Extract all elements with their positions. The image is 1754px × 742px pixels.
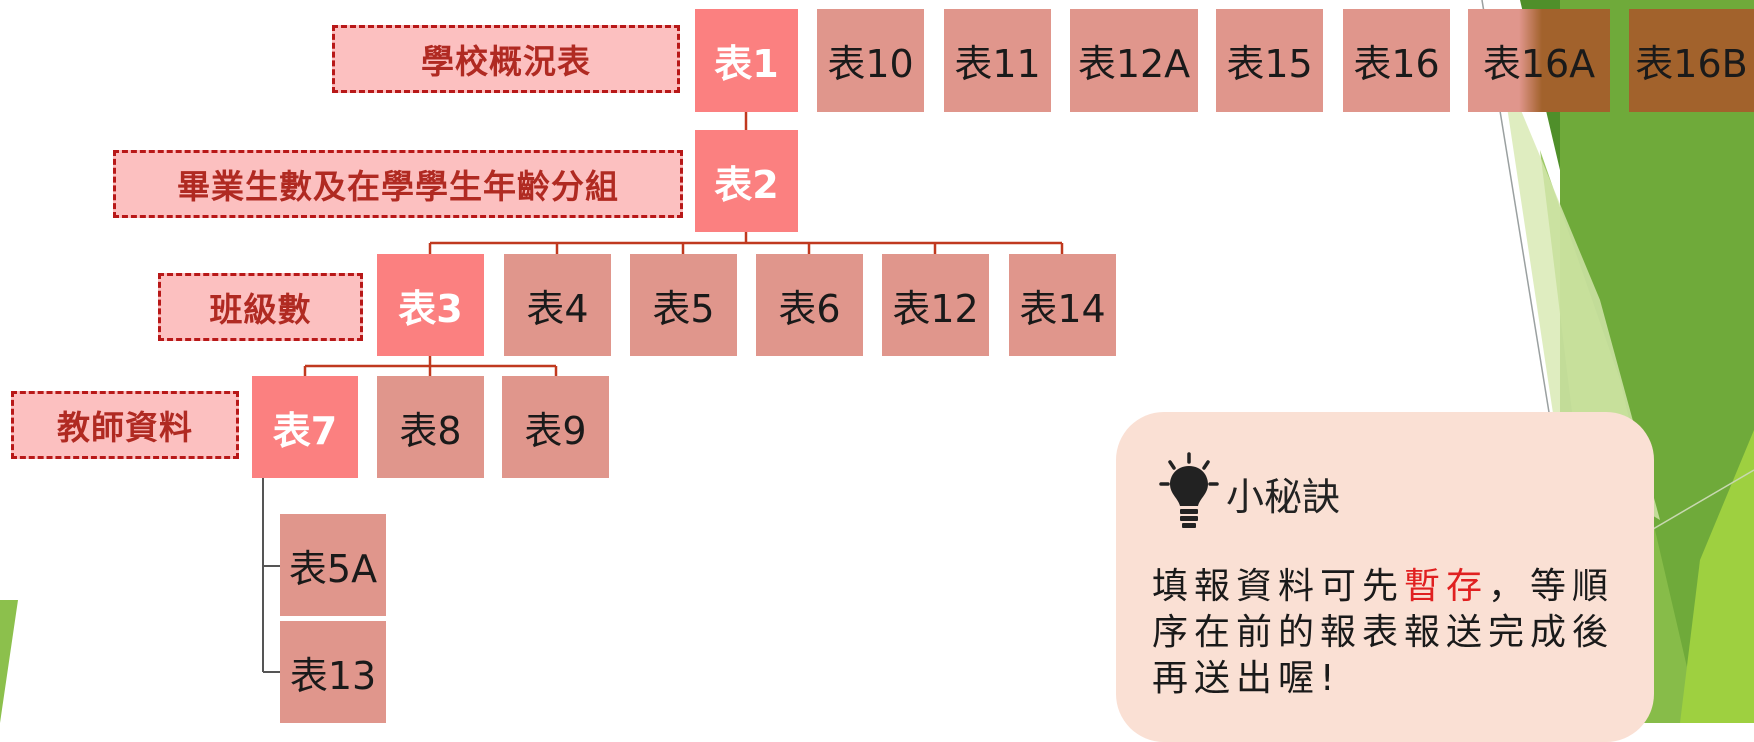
table-box-8[interactable]: 表8 <box>377 376 484 478</box>
table-box-14[interactable]: 表14 <box>1009 254 1116 356</box>
green-shape-bright <box>1680 430 1754 723</box>
tip-title: 小秘訣 <box>1226 474 1341 519</box>
tip-header: 小秘訣 <box>1158 452 1340 534</box>
table-box-6[interactable]: 表6 <box>756 254 863 356</box>
table-box-11[interactable]: 表11 <box>944 9 1051 112</box>
table-box-9[interactable]: 表9 <box>502 376 609 478</box>
table-box-1[interactable]: 表1 <box>695 9 798 112</box>
table-box-12[interactable]: 表12 <box>882 254 989 356</box>
lightbulb-icon <box>1159 452 1219 528</box>
table-box-16a[interactable]: 表16A <box>1468 9 1610 112</box>
connector-lines <box>262 112 1064 673</box>
table-box-5a[interactable]: 表5A <box>280 514 386 616</box>
table-box-3[interactable]: 表3 <box>377 254 484 356</box>
green-shape-pale <box>1500 60 1660 520</box>
tip-callout: 小秘訣 填報資料可先暫存，等順序在前的報表報送完成後再送出喔! <box>1116 412 1654 742</box>
table-box-2[interactable]: 表2 <box>695 130 798 232</box>
table-box-4[interactable]: 表4 <box>504 254 611 356</box>
tip-text-suffix: ，等順序在前的報表報送完成後再送出喔! <box>1152 566 1615 699</box>
tip-text-prefix: 填報資料可先 <box>1152 566 1405 607</box>
table-box-10[interactable]: 表10 <box>817 9 924 112</box>
label-class-count: 班級數 <box>158 273 363 341</box>
table-box-5[interactable]: 表5 <box>630 254 737 356</box>
table-box-16[interactable]: 表16 <box>1343 9 1450 112</box>
table-box-12a[interactable]: 表12A <box>1070 9 1198 112</box>
green-shape-left <box>0 600 18 723</box>
tip-body: 填報資料可先暫存，等順序在前的報表報送完成後再送出喔! <box>1152 564 1622 702</box>
table-box-7[interactable]: 表7 <box>252 376 358 478</box>
label-school-overview: 學校概況表 <box>332 25 680 93</box>
label-graduates-age-groups: 畢業生數及在學學生年齡分組 <box>113 150 683 218</box>
tip-highlight-save-draft: 暫存 <box>1404 566 1489 607</box>
table-box-15[interactable]: 表15 <box>1216 9 1323 112</box>
table-box-13[interactable]: 表13 <box>280 621 386 723</box>
table-box-16b[interactable]: 表16B <box>1629 9 1754 112</box>
label-teacher-data: 教師資料 <box>11 391 239 459</box>
